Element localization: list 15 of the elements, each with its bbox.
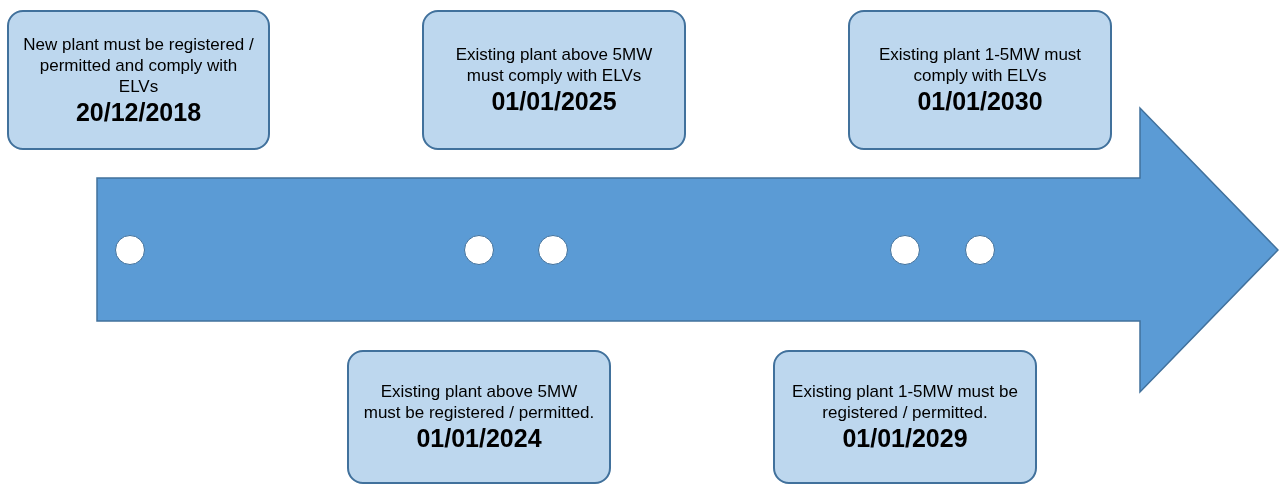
date-label: 01/01/2029 [842, 423, 968, 453]
milestone-text: Existing plant above 5MW must comply with ELVs [454, 44, 654, 86]
date-label: 01/01/2024 [416, 423, 542, 453]
milestone-text: Existing plant above 5MW must be registered / permitted. [363, 381, 595, 423]
milestone-box [773, 350, 1037, 484]
milestone-text: Existing plant 1-5MW must be registered / permitted. [791, 381, 1019, 423]
milestone-box [347, 350, 611, 484]
date-label: 20/12/2018 [75, 96, 202, 127]
date-label: 01/01/2030 [917, 86, 1043, 116]
milestone-box [7, 10, 270, 150]
milestone-box [422, 10, 686, 150]
milestone-text: Existing plant 1-5MW must comply with ELVs [877, 44, 1083, 86]
milestone-text: New plant must be registered / permitted and comply with ELVs [23, 33, 254, 97]
date-label: 01/01/2025 [491, 86, 617, 116]
milestone-box [848, 10, 1112, 150]
